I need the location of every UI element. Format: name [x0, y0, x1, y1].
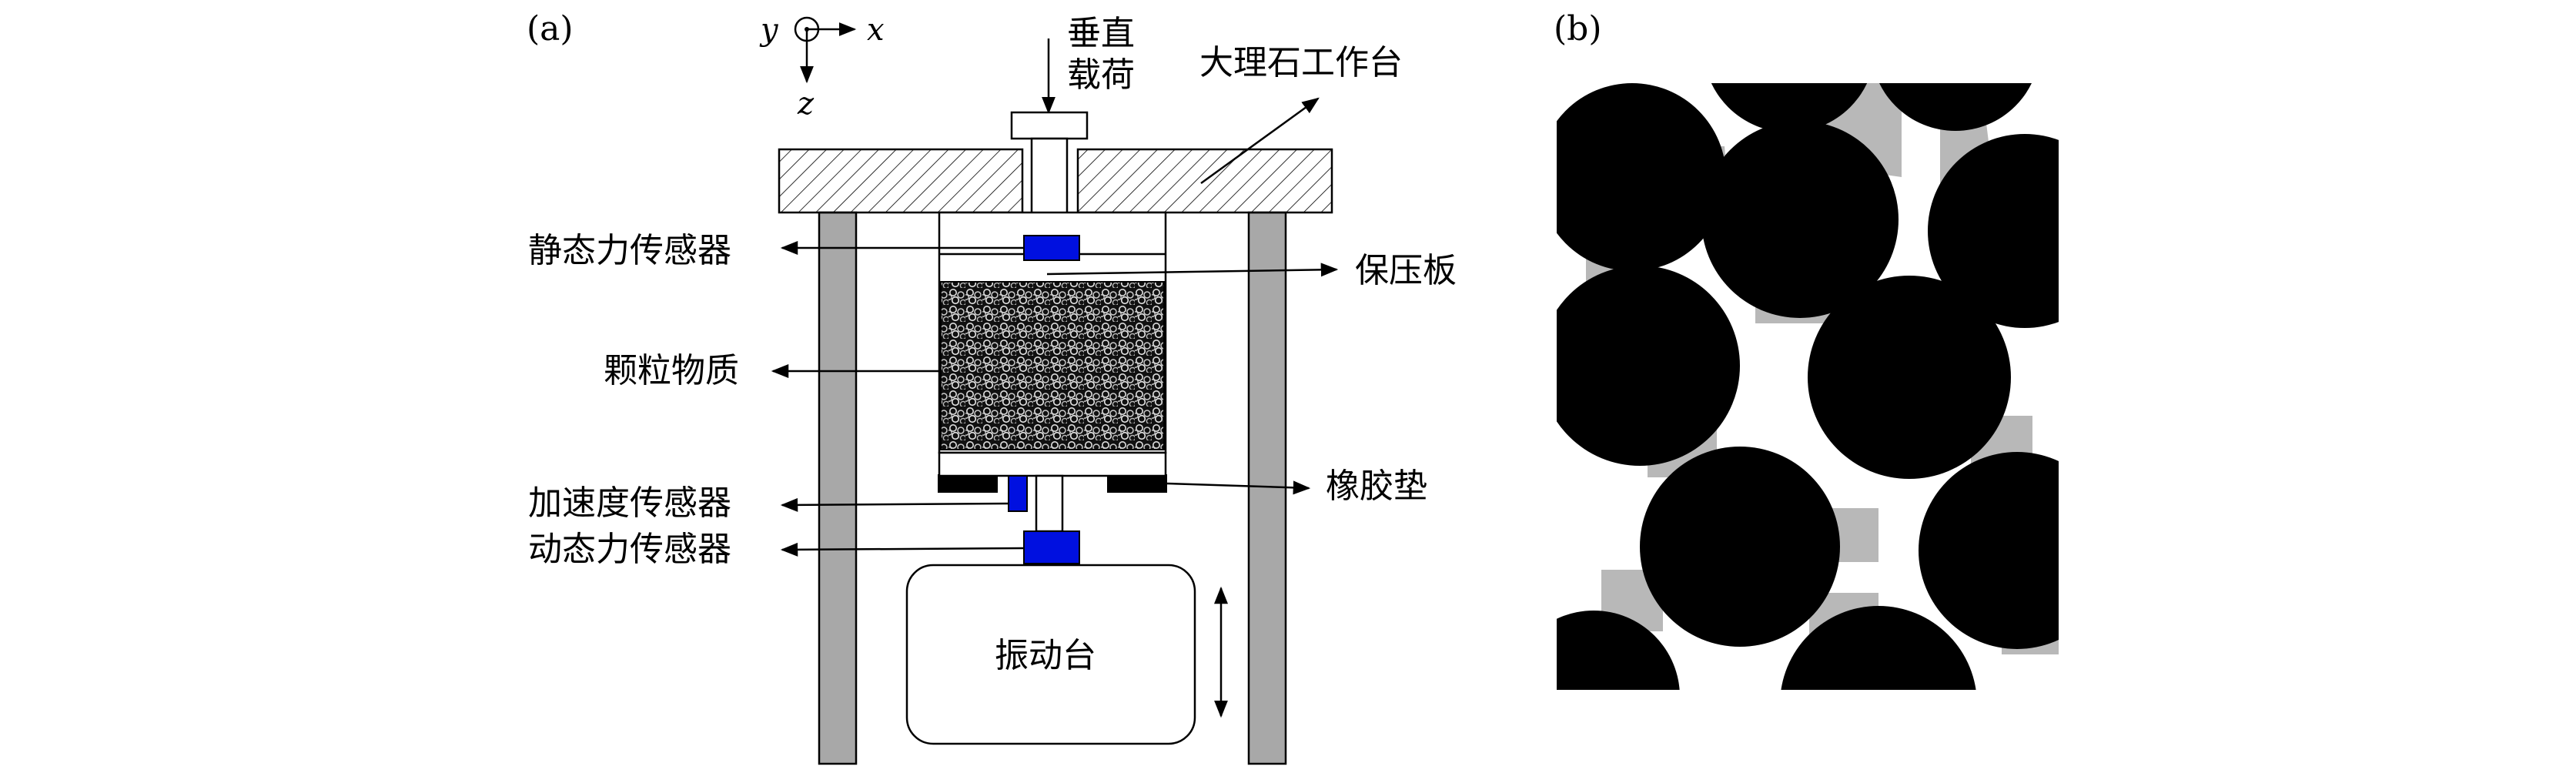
- marble-table-right: [1076, 148, 1333, 214]
- panel-a-label: (a): [527, 9, 574, 49]
- rubber-pad-arrow: [1166, 480, 1311, 495]
- vertical-load-label-1: 垂直: [1067, 14, 1135, 53]
- particle: [1808, 276, 2011, 479]
- particle: [1701, 121, 1899, 318]
- particle: [1557, 83, 1726, 271]
- accelerometer: [1008, 475, 1028, 512]
- dynamic-force-sensor-arrow: [780, 542, 1025, 557]
- dynamic-force-sensor-label: 动态力传感器: [528, 530, 731, 569]
- axis-z-label: z: [797, 86, 815, 122]
- load-cap: [1010, 111, 1089, 140]
- axis-y-label: y: [759, 12, 779, 48]
- coordinate-axes: y x z: [759, 12, 885, 122]
- particle: [1640, 447, 1840, 647]
- particle-micrograph: [1557, 83, 2059, 690]
- dynamic-force-sensor: [1023, 530, 1080, 564]
- vertical-load-label-2: 载荷: [1067, 55, 1135, 95]
- granular-material-label: 颗粒物质: [604, 351, 739, 390]
- lower-rod: [1035, 474, 1064, 533]
- static-force-sensor: [1023, 235, 1080, 261]
- granular-material: [940, 281, 1165, 450]
- shaker-label: 振动台: [995, 636, 1096, 675]
- particle: [1711, 83, 1868, 132]
- shaker-table: [905, 564, 1196, 745]
- accelerometer-arrow: [780, 497, 1009, 512]
- left-frame-column: [818, 211, 858, 765]
- particle: [1557, 266, 1740, 466]
- particle: [1919, 452, 2059, 649]
- axis-x-label: x: [867, 12, 885, 48]
- rubber-pad-label: 橡胶垫: [1326, 467, 1427, 506]
- particle: [1781, 606, 1976, 690]
- accelerometer-label: 加速度传感器: [528, 484, 731, 523]
- pressure-plate-label: 保压板: [1355, 251, 1457, 290]
- particle: [1557, 611, 1680, 690]
- particle: [1879, 83, 2032, 131]
- container-base: [938, 451, 1167, 477]
- marble-table-left: [778, 148, 1024, 214]
- pressure-plate-arrow: [1046, 263, 1339, 277]
- rubber-pad-right: [1107, 474, 1167, 493]
- static-force-sensor-label: 静态力传感器: [528, 231, 731, 270]
- particles: [1557, 83, 2059, 690]
- particle: [1928, 134, 2059, 328]
- panel-b-label: (b): [1554, 9, 1602, 49]
- marble-table-label: 大理石工作台: [1199, 43, 1403, 82]
- rubber-pad-left: [938, 474, 998, 493]
